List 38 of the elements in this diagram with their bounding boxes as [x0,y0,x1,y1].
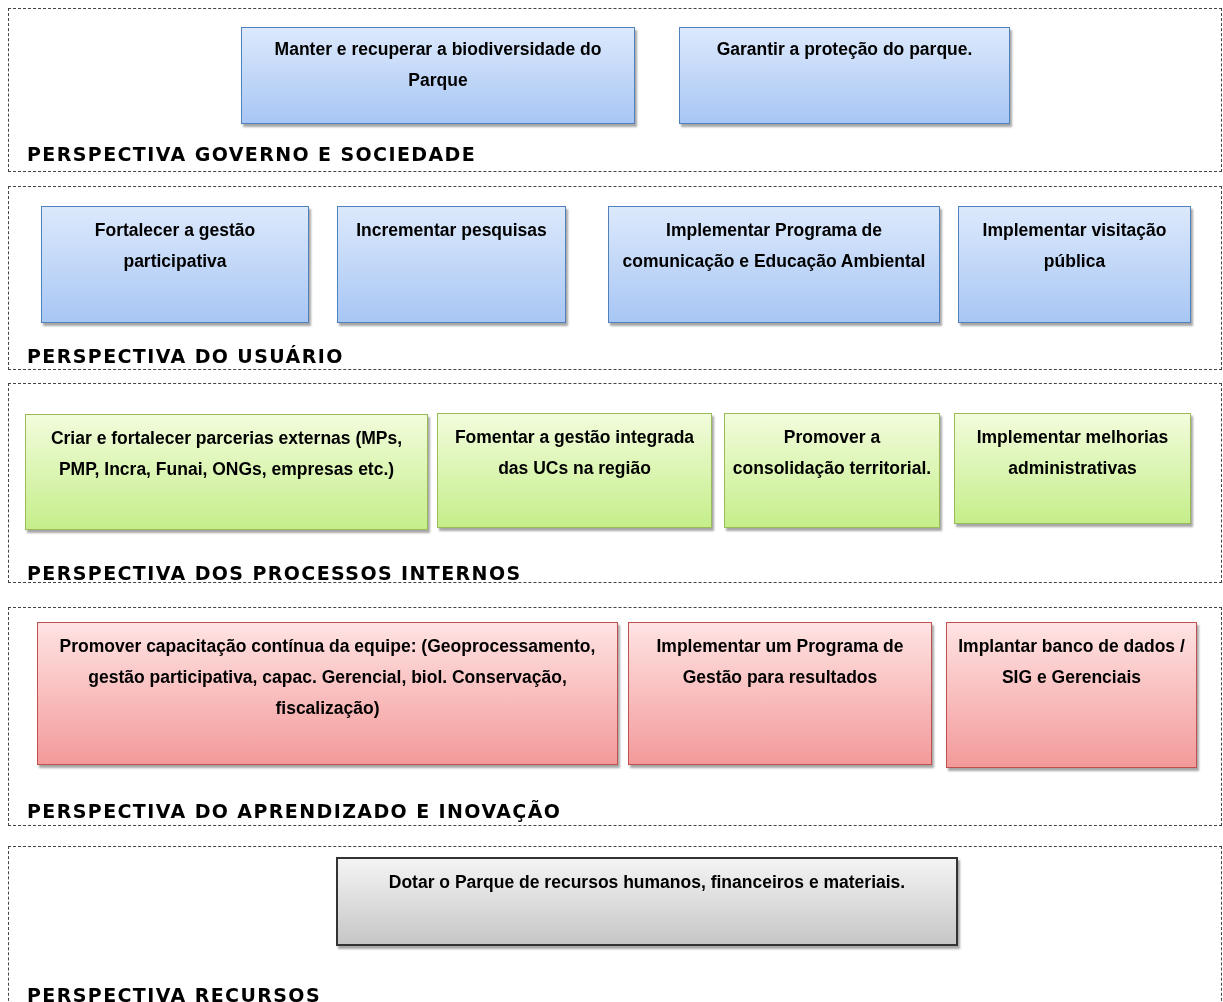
objective-box [437,413,712,528]
perspective-band [8,8,1222,172]
objective-text: Garantir a proteção do parque. [716,38,973,61]
objective-text: Promover a consolidação territorial. [731,426,933,480]
objective-box [41,206,309,323]
objective-text: Implementar melhorias administrativas [975,426,1170,480]
band-heading: PERSPECTIVA DO USUÁRIO [27,345,344,367]
objective-text: Implementar visitação pública [981,219,1168,273]
band-heading: PERSPECTIVA DO APRENDIZADO E INOVAÇÃO [27,800,562,822]
perspective-band [8,607,1222,826]
objective-text: Manter e recuperar a biodiversidade do Parque [273,38,603,92]
objective-box [958,206,1191,323]
objective-box [724,413,940,528]
objective-text: Implementar Programa de comunicação e Educação Ambiental [621,219,927,273]
objective-text: Implantar banco de dados / SIG e Gerenciais [957,635,1186,689]
band-heading: PERSPECTIVA RECURSOS [27,984,321,1002]
perspective-band [8,383,1222,583]
objective-box [608,206,940,323]
objective-box [954,413,1191,524]
band-heading: PERSPECTIVA DOS PROCESSOS INTERNOS [27,562,522,584]
objective-box [37,622,618,765]
objective-box [336,857,958,946]
objective-box [25,414,428,530]
objective-text: Implementar um Programa de Gestão para resultados [655,635,905,689]
objective-text: Dotar o Parque de recursos humanos, financeiros e materiais. [388,871,906,894]
objective-box [679,27,1010,124]
perspective-band [8,846,1222,1002]
objective-box [628,622,932,765]
objective-box [946,622,1197,768]
band-heading: PERSPECTIVA GOVERNO E SOCIEDADE [27,143,477,165]
objective-text: Fomentar a gestão integrada das UCs na região [453,426,696,480]
objective-text: Incrementar pesquisas [356,219,547,242]
objective-box [241,27,635,124]
objective-box [337,206,566,323]
objective-text: Criar e fortalecer parcerias externas (MPs, PMP, Incra, Funai, ONGs, empresas etc.) [49,427,404,481]
objective-text: Promover capacitação contínua da equipe: (Geoprocessamento, gestão participativa, capac. Gerencial, biol. Conservação, fiscalização) [58,635,597,720]
perspective-band [8,186,1222,370]
objective-text: Fortalecer a gestão participativa [93,219,257,273]
